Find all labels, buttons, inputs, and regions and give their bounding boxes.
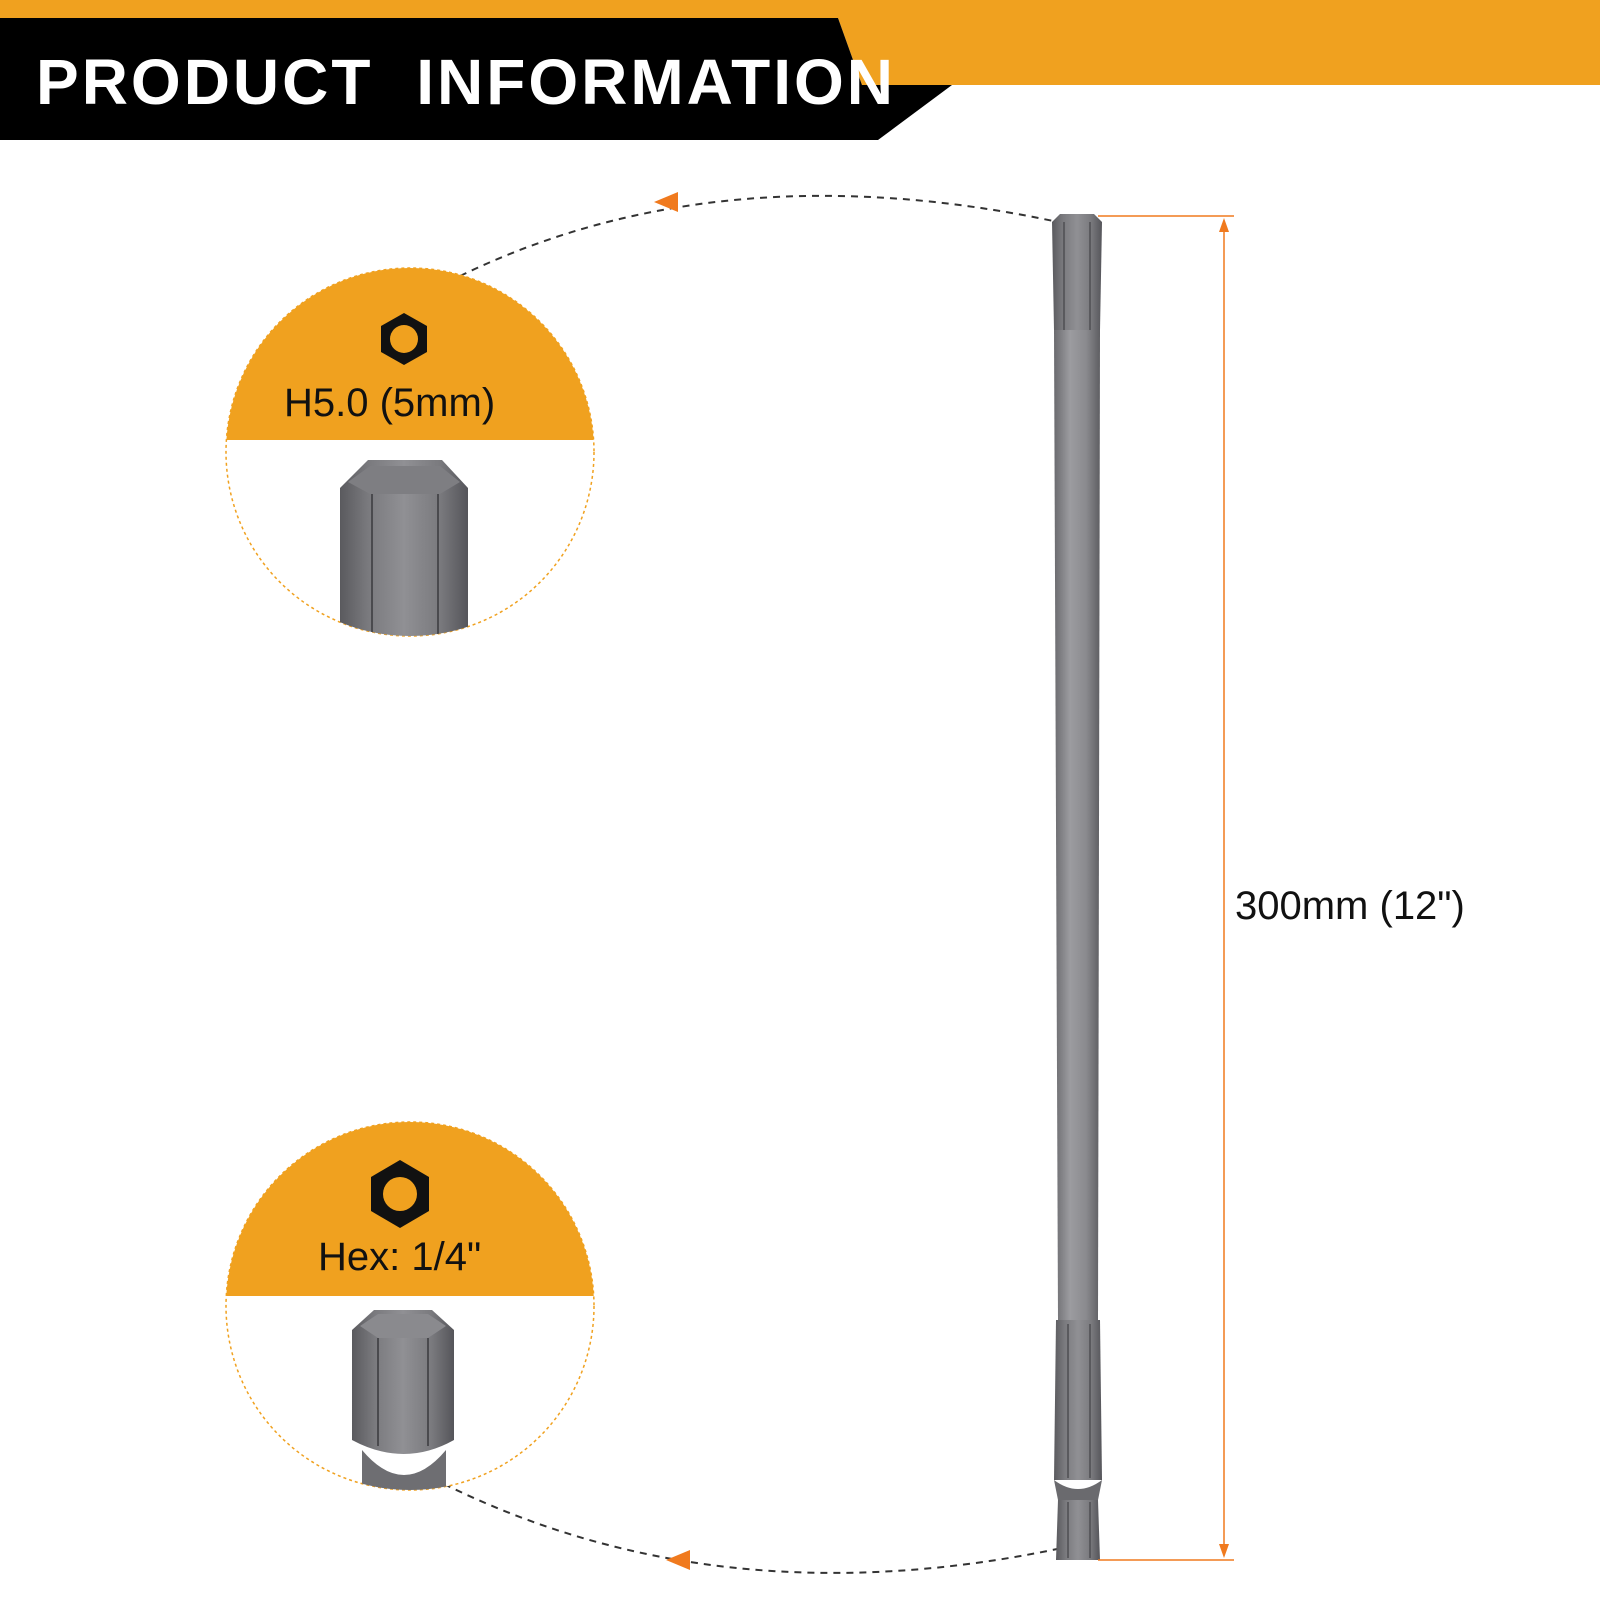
header-banner xyxy=(0,0,1600,140)
length-label: 300mm (12") xyxy=(1235,884,1465,928)
bit-hex-shank xyxy=(1054,1320,1102,1480)
hex-socket-icon xyxy=(371,1160,429,1228)
bit-end xyxy=(1056,1500,1100,1560)
top-arrowhead xyxy=(654,192,678,212)
hex-screwdriver-bit xyxy=(1052,214,1102,1560)
bit-hex-tip xyxy=(1052,214,1102,330)
header-title-band xyxy=(0,18,952,140)
top-connector-arc xyxy=(459,194,1059,277)
length-dimension xyxy=(1098,215,1234,1561)
header-accent-band xyxy=(0,0,1600,85)
tip-size-label: H5.0 (5mm) xyxy=(284,381,496,425)
shank-callout xyxy=(225,1121,595,1491)
bottom-arrowhead xyxy=(666,1550,690,1570)
hex-socket-icon xyxy=(381,313,427,365)
hex-shank-face xyxy=(360,1314,446,1338)
dimension-arrow-top xyxy=(1219,218,1229,232)
page-title: PRODUCT INFORMATION xyxy=(36,46,896,118)
dimension-arrow-bottom xyxy=(1219,1544,1229,1558)
hex-tip-face xyxy=(348,466,460,494)
shank-size-label: Hex: 1/4" xyxy=(318,1235,482,1279)
bit-shaft xyxy=(1054,330,1100,1320)
tip-callout xyxy=(225,267,595,637)
bottom-connector-arc xyxy=(443,1483,1063,1574)
